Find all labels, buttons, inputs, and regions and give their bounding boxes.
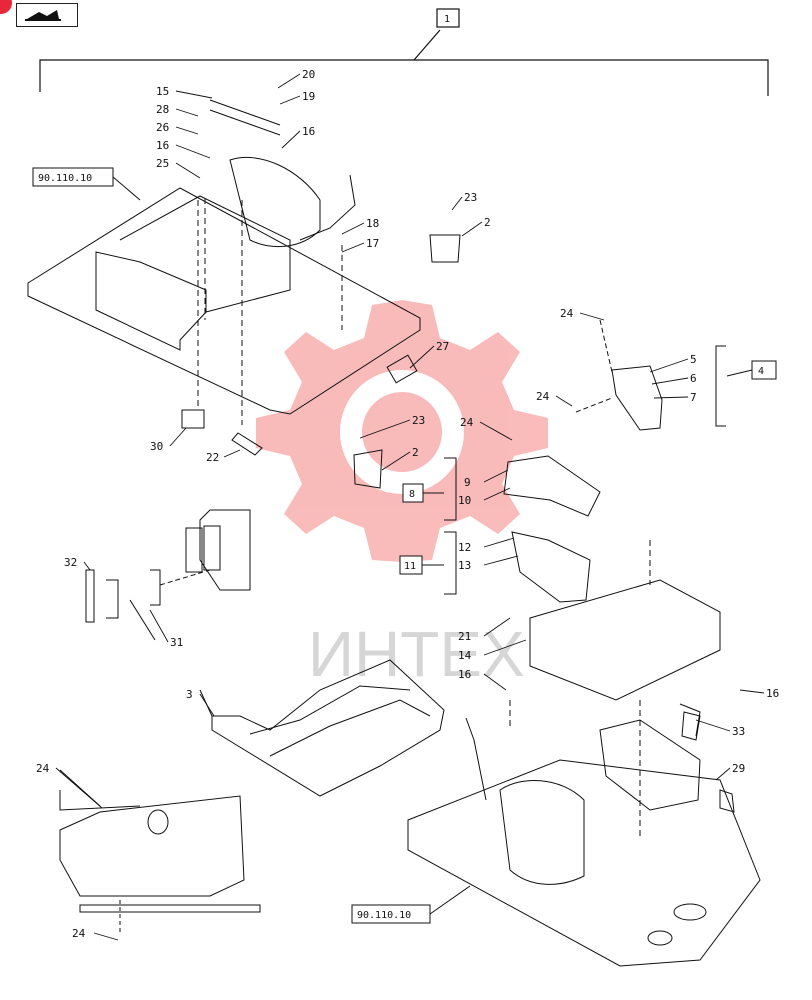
part-label-17: 17	[366, 237, 379, 250]
part-label-6: 6	[690, 372, 697, 385]
ref-box-top	[32, 167, 141, 201]
part-label-24: 24	[36, 762, 50, 775]
part-label-3: 3	[186, 688, 193, 701]
leader-lines	[55, 73, 765, 941]
part-label-29: 29	[732, 762, 745, 775]
cab-floor-plate-lower	[407, 703, 761, 967]
watermark-text: ИНТЕХ	[308, 618, 525, 690]
part-label-24: 24	[536, 390, 550, 403]
part-label-16: 16	[302, 125, 315, 138]
part-label-16: 16	[458, 668, 471, 681]
callout-1: 1	[444, 14, 450, 25]
watermark-gear-logo	[256, 300, 548, 562]
part-label-28: 28	[156, 103, 169, 116]
part-label-16: 16	[156, 139, 169, 152]
notification-badge[interactable]	[0, 0, 12, 14]
part-label-22: 22	[206, 451, 219, 464]
part-label-9: 9	[464, 476, 471, 489]
callout-4: 4	[758, 366, 764, 377]
part-labels: 15 28 26 16 25 20 19 16 18 17 23 2 24 24…	[36, 68, 779, 940]
return-arrow-icon	[25, 10, 61, 21]
bottom-left-detail	[59, 769, 261, 935]
left-mid-assembly	[85, 509, 251, 641]
part-label-10: 10	[458, 494, 471, 507]
callout-11: 11	[404, 561, 416, 572]
part-label-25: 25	[156, 157, 169, 170]
part-label-23: 23	[412, 414, 425, 427]
part-label-23: 23	[464, 191, 477, 204]
part-label-15: 15	[156, 85, 169, 98]
cab-floor-plate-upper	[27, 99, 421, 456]
part-label-24: 24	[560, 307, 574, 320]
assembly-bracket-1	[39, 8, 769, 96]
ref-label-bottom: 90.110.10	[357, 910, 411, 921]
part-label-13: 13	[458, 559, 471, 572]
part-label-16: 16	[766, 687, 779, 700]
ref-box-bottom	[351, 885, 471, 924]
part-label-33: 33	[732, 725, 745, 738]
part-label-24: 24	[72, 927, 86, 940]
part-label-27: 27	[436, 340, 449, 353]
back-button[interactable]	[16, 3, 78, 27]
part-label-24: 24	[460, 416, 474, 429]
part-label-32: 32	[64, 556, 77, 569]
part-label-18: 18	[366, 217, 379, 230]
part-label-26: 26	[156, 121, 169, 134]
toolbar	[0, 0, 80, 30]
part-label-14: 14	[458, 649, 472, 662]
callout-8: 8	[409, 489, 415, 500]
part-label-21: 21	[458, 630, 471, 643]
part-label-20: 20	[302, 68, 315, 81]
part-label-5: 5	[690, 353, 697, 366]
part-label-30: 30	[150, 440, 163, 453]
part-label-2: 2	[412, 446, 419, 459]
part-label-12: 12	[458, 541, 471, 554]
right-assembly	[353, 234, 777, 840]
part-label-31: 31	[170, 636, 183, 649]
ref-label-top: 90.110.10	[38, 173, 92, 184]
part-label-2: 2	[484, 216, 491, 229]
part-label-7: 7	[690, 391, 697, 404]
part-label-19: 19	[302, 90, 315, 103]
